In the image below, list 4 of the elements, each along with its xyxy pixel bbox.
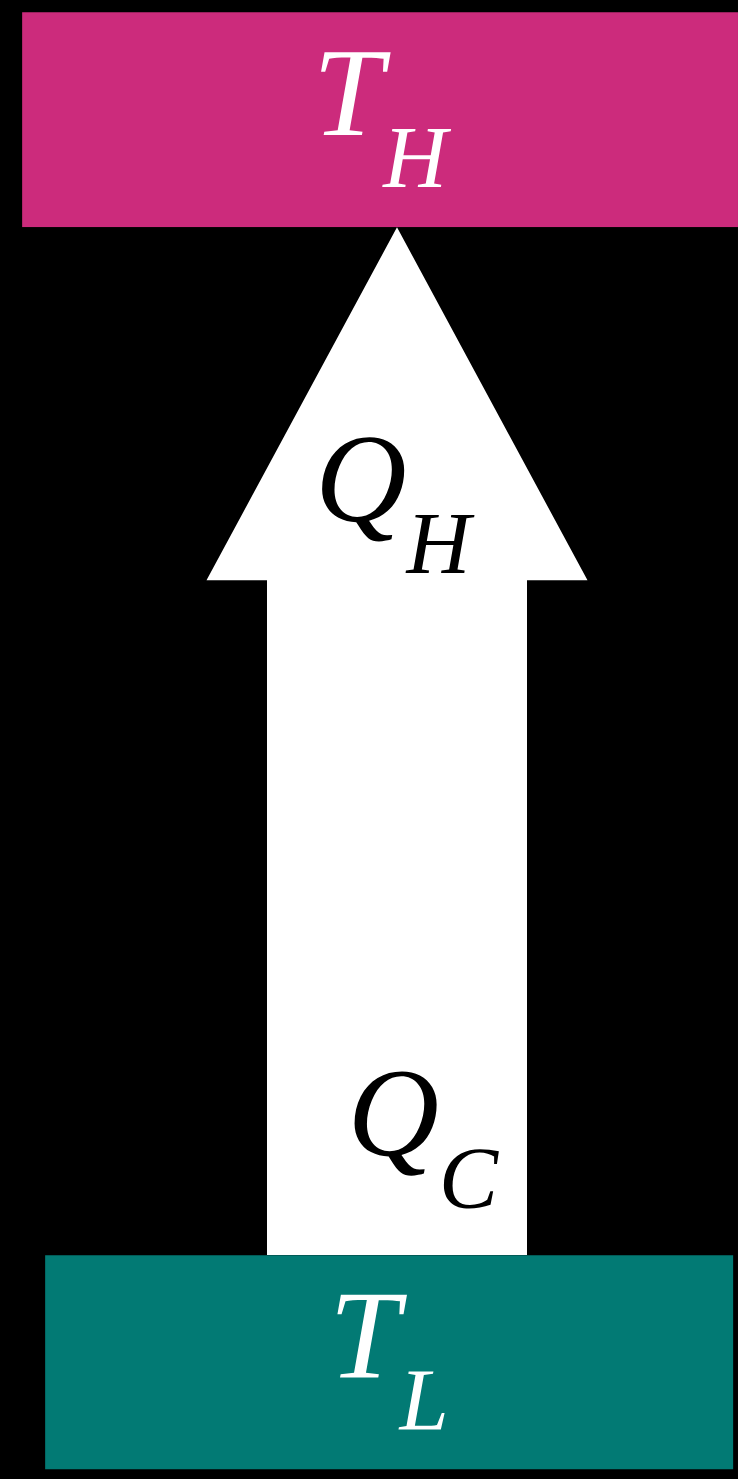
temperature-box: T$_{H}$: [22, 12, 738, 228]
temperature-box: T$_{L}$: [45, 1255, 734, 1470]
heat-label: Q$_{H}$: [322, 437, 475, 573]
heat-flow-arrow: [206, 227, 588, 1255]
